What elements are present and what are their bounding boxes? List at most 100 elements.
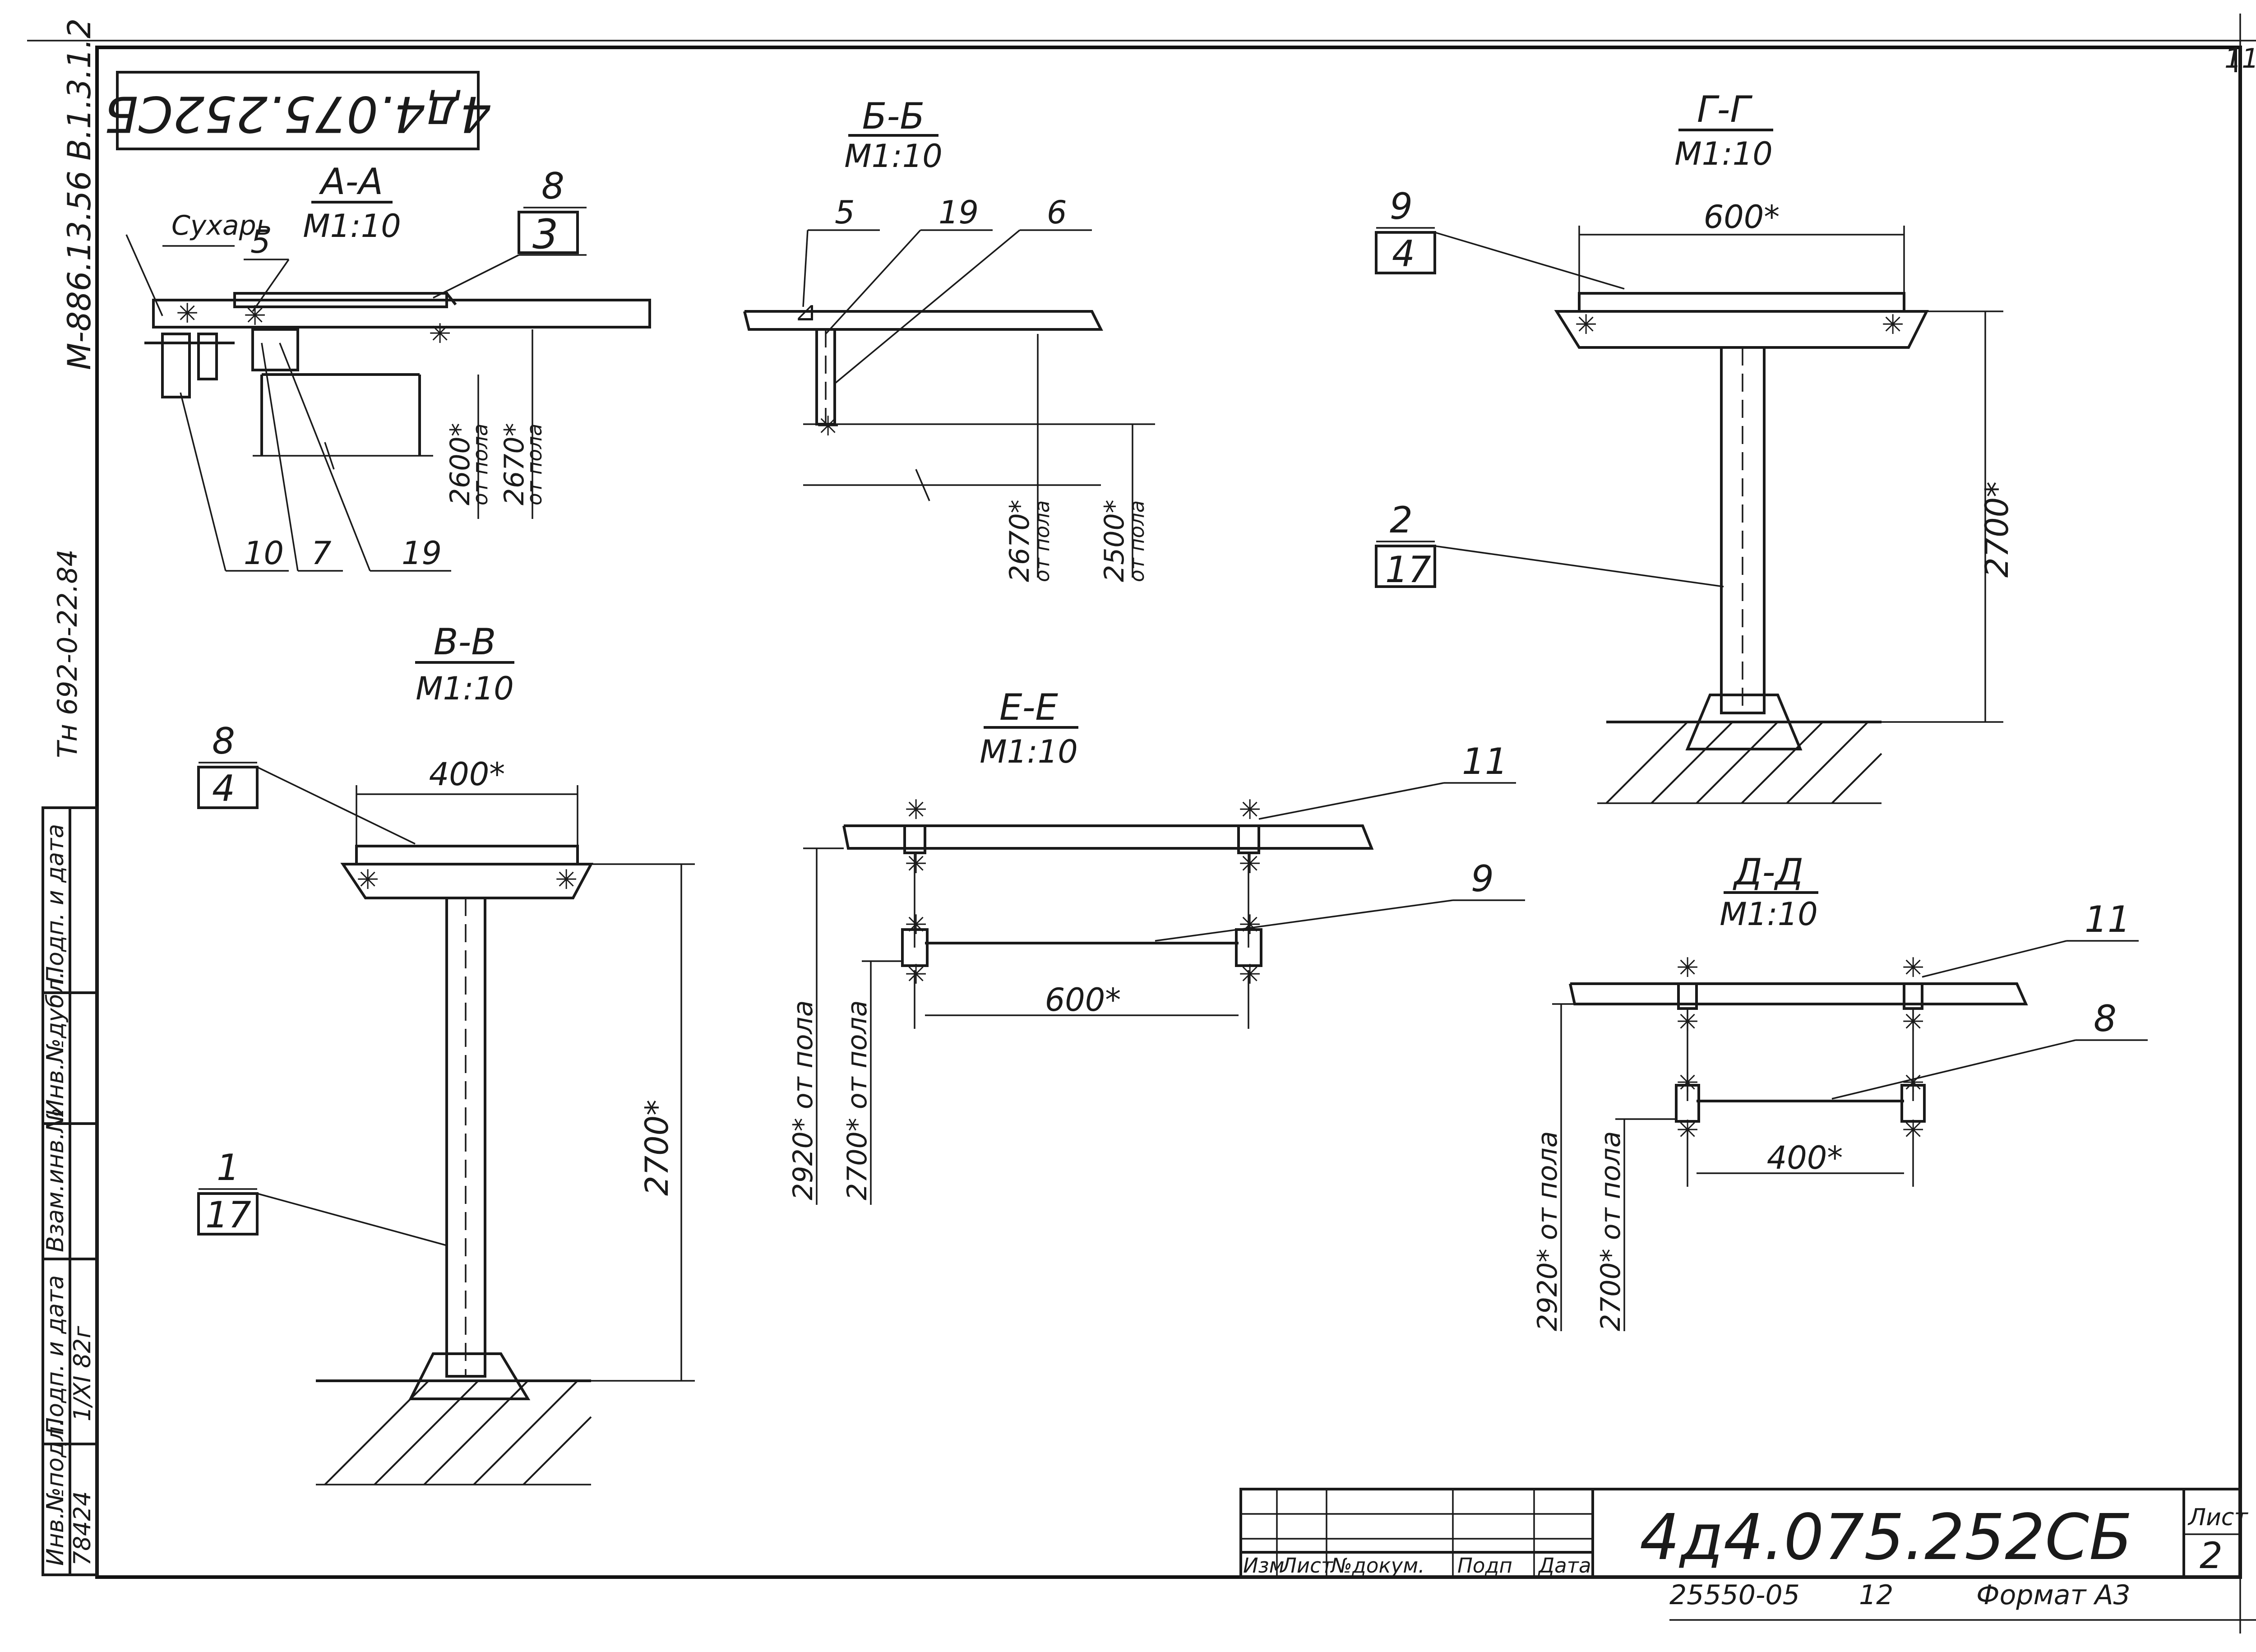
aa-callout-8: 8: [541, 165, 564, 207]
tb-head-docum: №докум.: [1330, 1554, 1425, 1578]
ee-callout-11: 11: [1462, 740, 1508, 782]
stamp-page-no: 12: [1859, 1579, 1893, 1611]
rotated-doc-code-box: 4д4.075.252СБ: [104, 71, 491, 150]
svg-text:✳: ✳: [905, 794, 927, 826]
svg-text:⊿: ⊿: [794, 296, 817, 327]
corner-mark-text: 11: [2224, 43, 2256, 74]
tb-head-izm: Изм: [1243, 1554, 1285, 1578]
dd-dim-width: 400*: [1767, 1139, 1843, 1176]
ee-dim-width: 600*: [1045, 981, 1121, 1018]
svg-text:✳: ✳: [1882, 309, 1904, 341]
side-cell-5: Инв.№подл.: [42, 1419, 69, 1566]
section-ee-scale: М1:10: [980, 733, 1078, 770]
ee-callout-9: 9: [1471, 858, 1494, 900]
sheet-frame: [27, 14, 2256, 1633]
section-vv-scale: М1:10: [416, 670, 514, 707]
svg-text:✳: ✳: [1239, 909, 1261, 941]
section-bb-scale: М1:10: [844, 138, 943, 175]
svg-text:✳: ✳: [244, 300, 266, 332]
svg-text:✳: ✳: [1239, 959, 1261, 990]
aa-dim-2: 2670*: [499, 423, 530, 505]
gg-callout-4: 4: [1392, 233, 1415, 275]
aa-callout-19: 19: [402, 535, 442, 572]
bb-callout-5: 5: [835, 194, 855, 231]
side-cell-3: Взам.инв.№: [42, 1108, 69, 1252]
section-ee: Е-Е М1:10 ✳ ✳ ✳ ✳ ✳ ✳ ✳ ✳ 600* 2920* от …: [787, 686, 1525, 1205]
section-bb: Б-Б М1:10 ⊿ ✳ 5 19 6 2670* от пола 2500*…: [743, 95, 1155, 582]
svg-text:✳: ✳: [1902, 1006, 1924, 1038]
gg-callout-9: 9: [1390, 185, 1413, 227]
side-cell-4: Подп. и дата: [42, 1275, 69, 1435]
series-code: М-886.13.56 В.1.3.1.2: [61, 19, 98, 370]
gg-callout-17: 17: [1385, 549, 1431, 591]
aa-callout-5: 5: [250, 223, 271, 260]
corner-sheet-mark: 11: [2224, 43, 2256, 74]
section-aa-scale: М1:10: [303, 208, 401, 245]
aa-callout-7: 7: [311, 535, 332, 572]
svg-text:✳: ✳: [356, 864, 379, 896]
aa-callout-10: 10: [244, 535, 284, 572]
vv-dim-height: 2700*: [638, 1100, 675, 1196]
vv-callout-8: 8: [212, 720, 235, 762]
vv-callout-17: 17: [205, 1194, 251, 1236]
label-suhar: Сухарь: [171, 210, 272, 241]
stamp-copy-no: 25550-05: [1669, 1579, 1800, 1611]
svg-text:✳: ✳: [429, 318, 451, 350]
aa-dim-2-note: от пола: [522, 424, 546, 505]
dd-dim-2920: 2920* от пола: [1532, 1131, 1563, 1331]
svg-text:✳: ✳: [1676, 952, 1699, 984]
vv-callout-4: 4: [212, 768, 235, 810]
section-aa-title: А-А: [319, 161, 383, 203]
svg-text:✳: ✳: [905, 959, 927, 990]
handwritten-note: Тн 692-0-22.84: [52, 549, 83, 758]
gg-callout-2: 2: [1390, 499, 1413, 541]
section-gg: Г-Г М1:10 600* ✳ ✳ 2700*: [1375, 88, 2016, 804]
vv-ground-hatch: [324, 1380, 592, 1485]
side-date-value: 1/XI 82г: [69, 1326, 96, 1421]
svg-text:✳: ✳: [1902, 1067, 1924, 1099]
aa-callout-3: 3: [532, 211, 558, 258]
vv-dim-width: 400*: [429, 756, 505, 793]
section-aa: А-А М1:10 Сухарь ✳ ✳ ✳ 5 8 3 10: [125, 161, 651, 572]
bb-dim-1: 2670*: [1004, 500, 1036, 582]
svg-text:✳: ✳: [817, 411, 839, 442]
side-cell-1: Подп. и дата: [42, 824, 69, 984]
rotated-doc-code: 4д4.075.252СБ: [104, 85, 491, 143]
tb-doc-code: 4д4.075.252СБ: [1640, 1501, 2132, 1574]
gg-ground-hatch: [1605, 721, 1882, 804]
ee-dim-2700: 2700* от пола: [841, 1000, 873, 1200]
svg-text:✳: ✳: [555, 864, 578, 896]
aa-dim-1-note: от пола: [468, 424, 492, 505]
svg-text:✳: ✳: [1575, 309, 1597, 341]
svg-text:✳: ✳: [905, 848, 927, 880]
bb-callout-19: 19: [938, 194, 979, 231]
bb-dim-2: 2500*: [1099, 500, 1130, 582]
dd-callout-8: 8: [2094, 998, 2117, 1040]
stamp-format: Формат А3: [1976, 1579, 2131, 1611]
svg-text:✳: ✳: [1676, 1006, 1699, 1038]
side-cell-2: Инв.№дубл.: [42, 971, 69, 1117]
section-ee-title: Е-Е: [999, 686, 1058, 728]
bb-dim-2-note: от пола: [1125, 500, 1149, 582]
dd-dim-2700: 2700* от пола: [1595, 1131, 1627, 1331]
svg-text:✳: ✳: [905, 909, 927, 941]
tb-head-podp: Подп: [1457, 1554, 1512, 1578]
dd-callout-11: 11: [2085, 898, 2131, 940]
aa-callout-box: [518, 211, 579, 254]
section-gg-scale: М1:10: [1674, 135, 1773, 172]
tb-head-data: Дата: [1538, 1554, 1591, 1578]
svg-text:✳: ✳: [1239, 848, 1261, 880]
svg-text:✳: ✳: [1676, 1067, 1699, 1099]
tb-sheet-label: Лист: [2187, 1504, 2248, 1531]
section-gg-title: Г-Г: [1697, 88, 1752, 130]
tb-sheet-no: 2: [2200, 1535, 2223, 1577]
svg-text:✳: ✳: [1239, 794, 1261, 826]
weld-mark: ✳: [176, 298, 199, 329]
section-vv-title: В-В: [434, 621, 496, 663]
section-dd-scale: М1:10: [1720, 896, 1818, 933]
tb-head-list: Лист: [1281, 1554, 1334, 1578]
ee-dim-2920: 2920* от пола: [787, 1000, 819, 1200]
gg-dim-width: 600*: [1704, 199, 1780, 236]
title-block: Изм Лист №докум. Подп Дата 4д4.075.252СБ…: [1239, 1488, 2248, 1578]
